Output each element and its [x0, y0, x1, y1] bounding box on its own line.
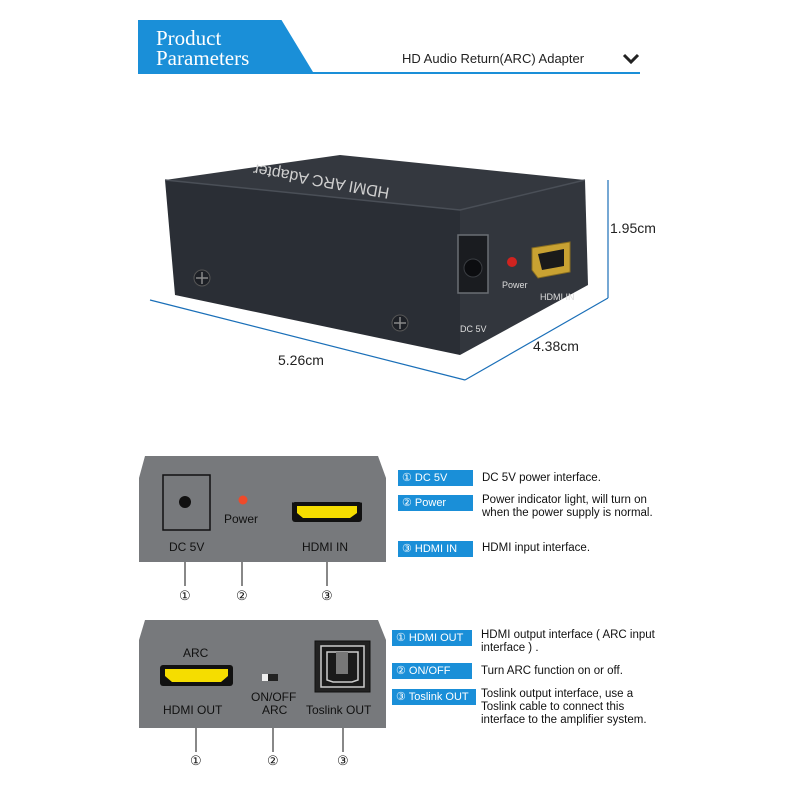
- callout-number-3b: ③: [337, 753, 349, 768]
- device-image: HDMI ARC Adapter DC 5V Power HDMI IN: [149, 155, 609, 381]
- page-subtitle: HD Audio Return(ARC) Adapter: [402, 51, 585, 66]
- svg-text:Power: Power: [502, 280, 528, 290]
- header-divider: [138, 72, 640, 74]
- width-dimension: 5.26cm: [278, 352, 324, 368]
- svg-text:HDMI IN: HDMI IN: [540, 292, 575, 302]
- callout-number-1b: ①: [190, 753, 202, 768]
- page-title-line2: Parameters: [156, 46, 250, 70]
- dc-port-label: DC 5V: [169, 540, 205, 554]
- legend-desc-onoff: Turn ARC function on or off.: [481, 665, 623, 677]
- legend-tag-power: ② Power: [398, 495, 473, 511]
- callout-number-2b: ②: [267, 753, 279, 768]
- legend-desc-hdmi-out: HDMI output interface ( ARC input interf…: [481, 629, 655, 654]
- hdmi-in-label: HDMI IN: [302, 540, 348, 554]
- depth-dimension: 4.38cm: [533, 338, 579, 354]
- legend-tag-hdmi-in: ③ HDMI IN: [398, 541, 473, 557]
- arc-switch-label: ARC: [262, 703, 288, 717]
- legend-tag-toslink: ③ Toslink OUT: [392, 689, 476, 705]
- legend-desc-toslink: Toslink output interface, use a Toslink …: [481, 688, 647, 726]
- callout-number-1: ①: [179, 588, 191, 603]
- callout-number-3: ③: [321, 588, 333, 603]
- header-tab: [138, 20, 313, 72]
- page-title: Product Parameters: [156, 26, 250, 70]
- arc-top-label: ARC: [183, 646, 209, 660]
- legend-tag-hdmi-out: ① HDMI OUT: [392, 630, 472, 646]
- page-title-line1: Product: [156, 26, 222, 50]
- height-dimension: 1.95cm: [610, 220, 656, 236]
- power-led-label: Power: [224, 512, 259, 526]
- legend-tag-onoff: ② ON/OFF: [392, 663, 472, 679]
- svg-text:DC 5V: DC 5V: [460, 324, 487, 334]
- legend-desc-power: Power indicator light, will turn on when…: [482, 494, 653, 519]
- legend-tag-dc: ① DC 5V: [398, 470, 473, 486]
- onoff-label: ON/OFF: [251, 690, 297, 704]
- hdmi-out-label: HDMI OUT: [163, 703, 223, 717]
- callout-number-2: ②: [236, 588, 248, 603]
- chevron-down-icon: [622, 53, 640, 65]
- toslink-out-label: Toslink OUT: [306, 703, 372, 717]
- legend-desc-hdmi-in: HDMI input interface.: [482, 542, 591, 554]
- legend-desc-dc: DC 5V power interface.: [482, 472, 601, 484]
